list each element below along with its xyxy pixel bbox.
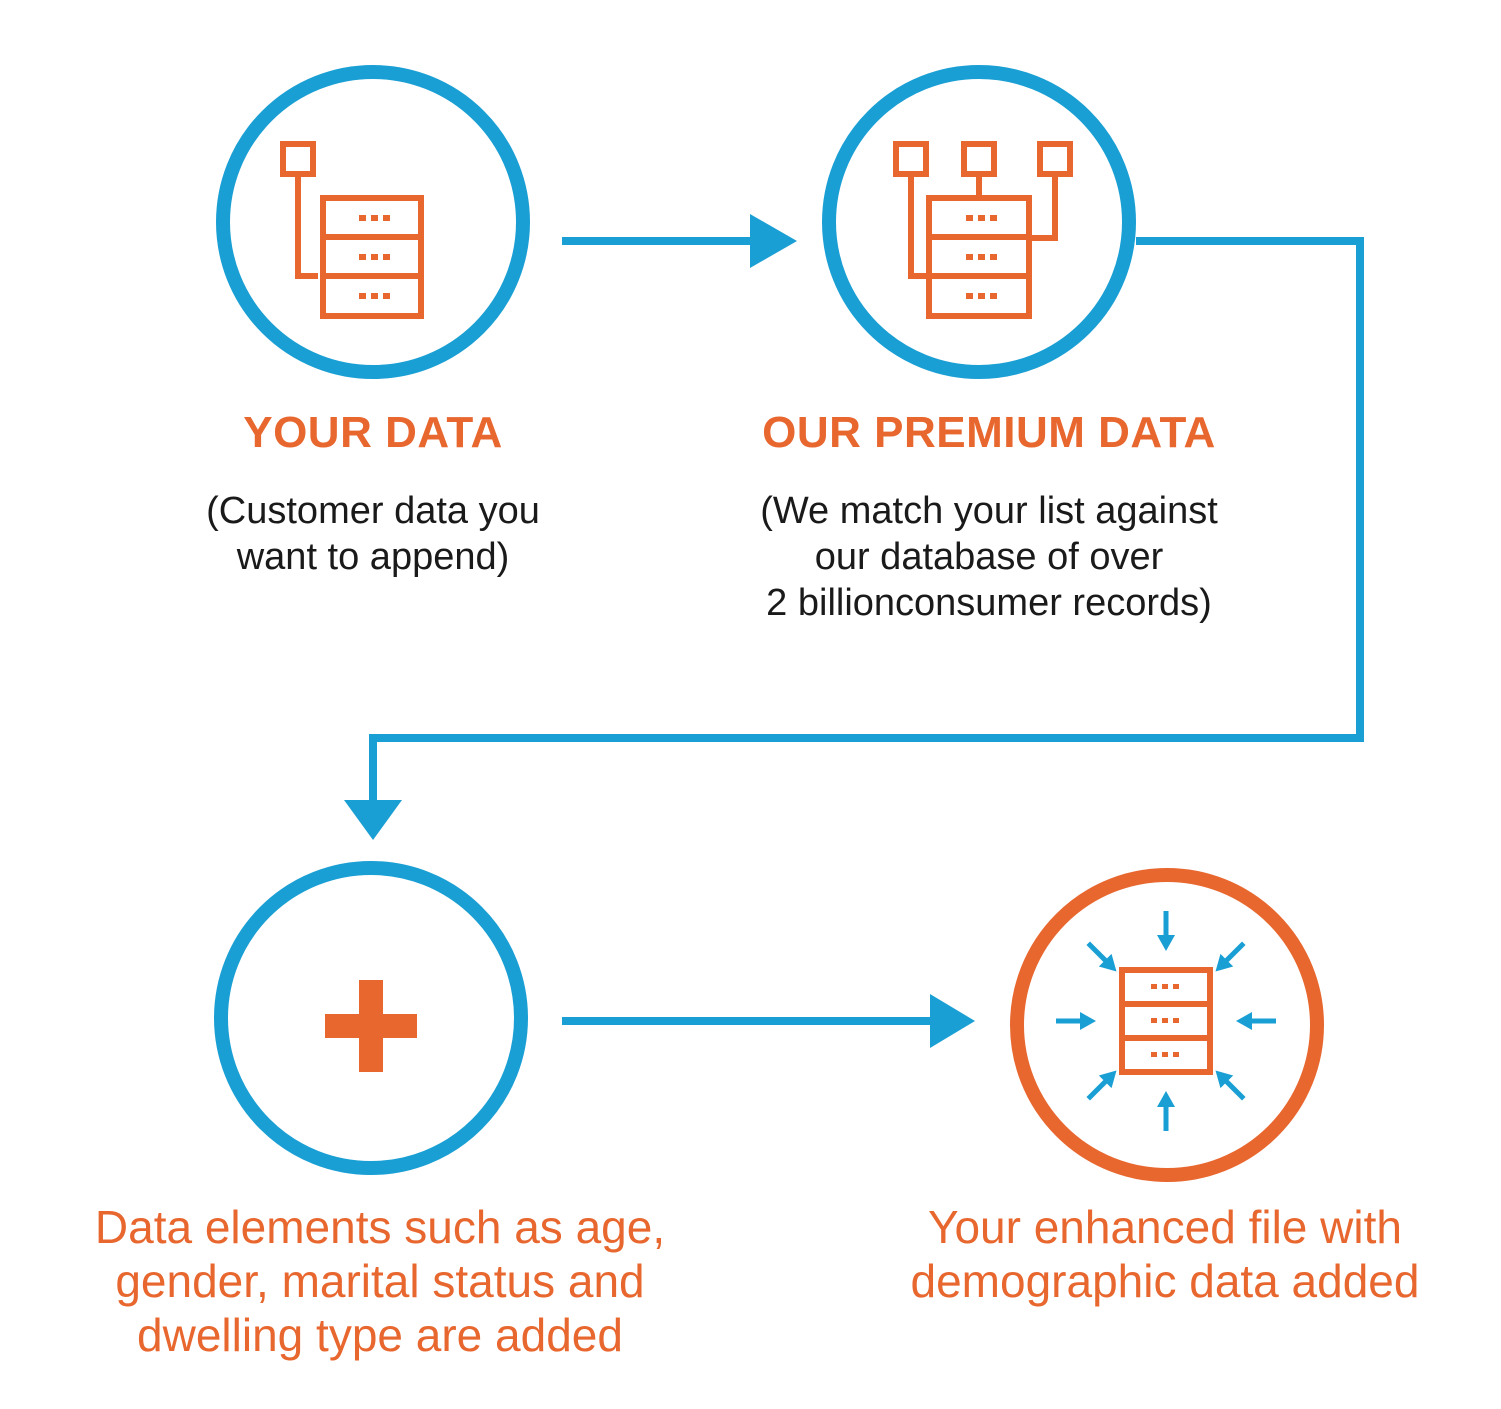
database-inward-arrows-icon xyxy=(1056,911,1276,1131)
inward-arrow-head xyxy=(1098,1070,1117,1089)
premium-data-circle xyxy=(822,65,1136,379)
your-data-description: (Customer data you want to append) xyxy=(206,490,540,578)
database-three-connectors-icon xyxy=(893,141,1073,319)
database-one-connector-icon xyxy=(280,141,424,319)
premium-data-title: OUR PREMIUM DATA xyxy=(762,408,1216,457)
your-data-circle xyxy=(216,65,530,379)
arrow-step1-to-step2 xyxy=(562,214,797,268)
inward-arrow-head xyxy=(1080,1012,1096,1030)
inward-arrow-head xyxy=(1098,953,1117,972)
inward-arrow-head xyxy=(1215,1070,1234,1089)
inward-arrow-head xyxy=(1215,953,1234,972)
premium-data-description: (We match your list against our database… xyxy=(760,490,1218,624)
append-circle xyxy=(214,861,528,1175)
your-data-title: YOUR DATA xyxy=(243,408,503,457)
append-caption: Data elements such as age, gender, marit… xyxy=(94,1201,666,1361)
enhanced-circle xyxy=(1010,868,1324,1182)
plus-icon xyxy=(325,980,417,1072)
inward-arrow-head xyxy=(1157,1091,1175,1107)
inward-arrows xyxy=(1056,911,1276,1131)
arrow-step2-to-step3 xyxy=(344,237,1364,840)
enhanced-caption: Your enhanced file with demographic data… xyxy=(910,1201,1420,1307)
server-lights xyxy=(966,215,997,299)
server-lights xyxy=(359,215,390,299)
arrow-step3-to-step4 xyxy=(562,994,975,1048)
inward-arrow-head xyxy=(1157,935,1175,951)
inward-arrow-head xyxy=(1236,1012,1252,1030)
